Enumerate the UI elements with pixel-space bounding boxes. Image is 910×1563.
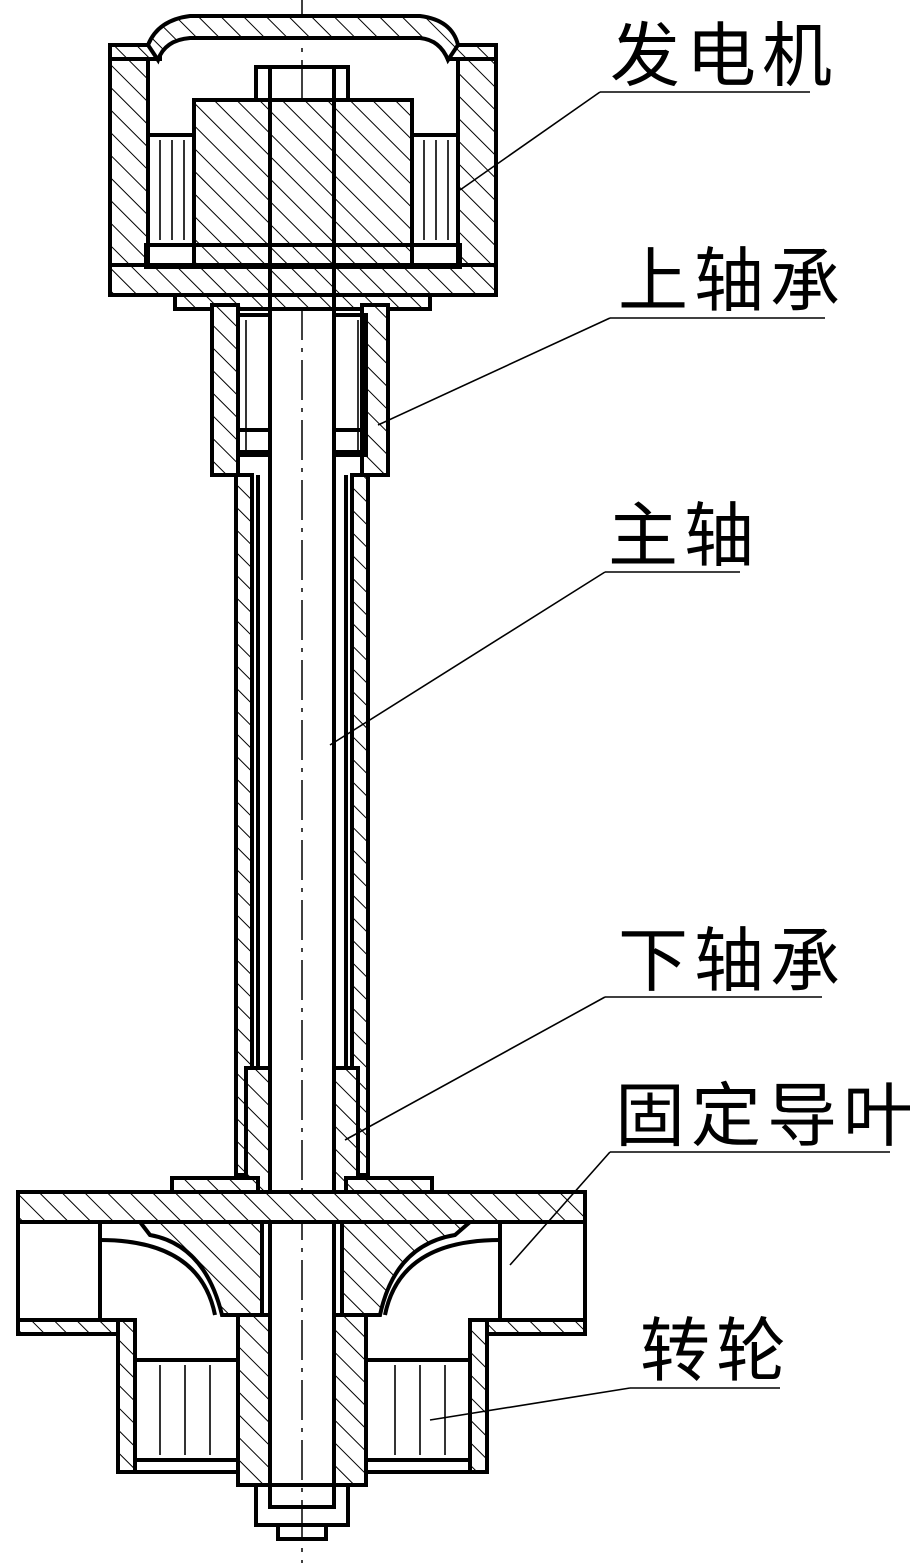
main-shaft <box>268 65 336 1509</box>
label-upper-bearing: 上轴承 <box>618 240 846 322</box>
label-runner: 转轮 <box>640 1310 792 1392</box>
stay-vane-assembly <box>16 1190 587 1336</box>
leader-lines <box>329 91 890 1421</box>
label-generator: 发电机 <box>610 15 838 97</box>
runner-assembly <box>116 1313 489 1541</box>
label-lower-bearing: 下轴承 <box>618 920 846 1002</box>
label-main-shaft: 主轴 <box>608 495 760 577</box>
generator-assembly <box>108 14 498 311</box>
upper-bearing-assembly <box>210 303 390 477</box>
label-stay-vane: 固定导叶 <box>615 1075 910 1157</box>
